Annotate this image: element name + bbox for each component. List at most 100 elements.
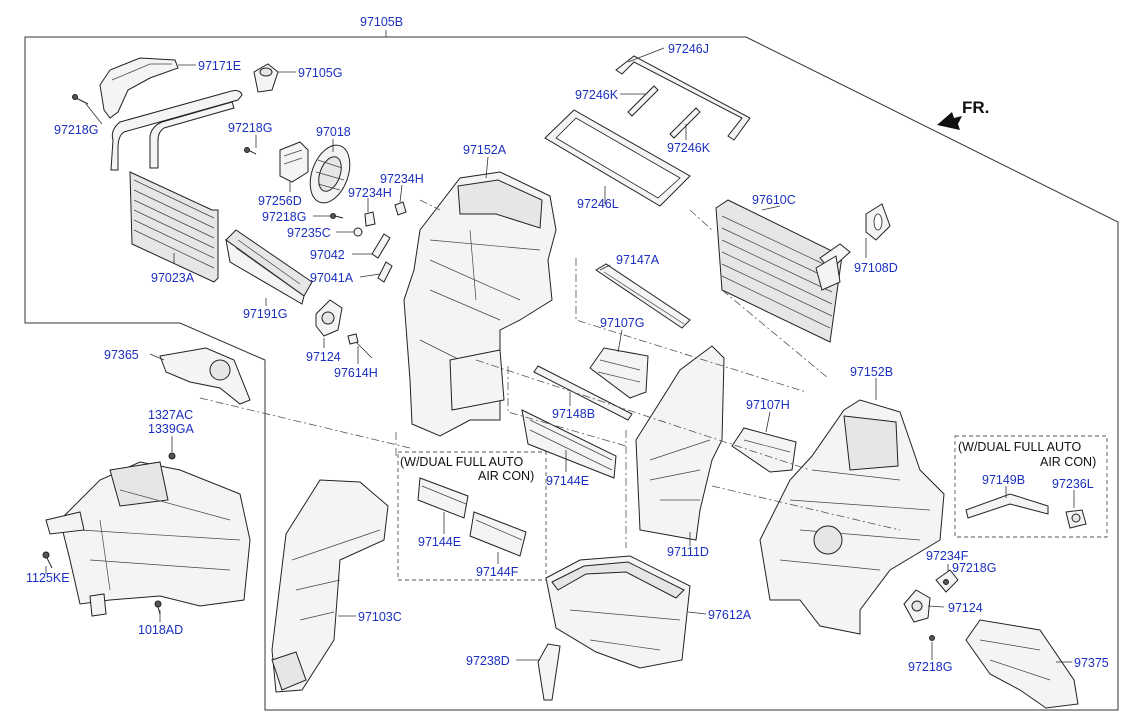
mode-actuator-right	[903, 589, 931, 623]
assembly-frame	[24, 30, 1119, 711]
label-97365: 97365	[104, 348, 139, 362]
lever-97042	[371, 233, 391, 259]
nut-1327AC	[168, 452, 176, 460]
label-97218G-d: 97218G	[952, 561, 996, 575]
label-1339GA: 1339GA	[148, 422, 195, 436]
case-partition-97111D	[635, 345, 725, 541]
label-97234F: 97234F	[926, 549, 969, 563]
label-97256D: 97256D	[258, 194, 302, 208]
front-arrow-icon	[937, 112, 962, 130]
label-97105B: 97105B	[360, 15, 403, 29]
front-direction-text: FR.	[962, 98, 989, 117]
label-97612A: 97612A	[708, 608, 752, 622]
option-box-dual-auto-right	[954, 435, 1108, 538]
temperature-sensor	[347, 333, 373, 359]
screw-97218G-left	[72, 94, 89, 105]
floor-duct-97103C	[271, 479, 389, 693]
seal-strip-97246K-b	[669, 107, 701, 139]
label-97218G-c: 97218G	[262, 210, 306, 224]
label-97042: 97042	[310, 248, 345, 262]
option-note-right-line2: AIR CON)	[1040, 455, 1096, 469]
door-shaft-97148B	[533, 365, 633, 421]
option-note-right: (W/DUAL FULL AUTO AIR CON)	[958, 440, 1096, 469]
label-97375: 97375	[1074, 656, 1109, 670]
link-97041A	[377, 261, 393, 283]
label-97218G-b: 97218G	[228, 121, 272, 135]
label-97246K-a: 97246K	[575, 88, 619, 102]
screw-97218G-d	[943, 579, 949, 585]
label-97023A: 97023A	[151, 271, 195, 285]
label-97234H-a: 97234H	[380, 172, 424, 186]
front-direction-indicator: FR.	[937, 98, 989, 130]
label-97105G: 97105G	[298, 66, 342, 80]
label-97246K-b: 97246K	[667, 141, 711, 155]
vent-door-97144E-main	[521, 409, 617, 479]
pin-97235C	[353, 227, 363, 237]
seal-strip-97246J	[615, 55, 751, 141]
label-97152A: 97152A	[463, 143, 507, 157]
label-97236L: 97236L	[1052, 477, 1094, 491]
seal-strip-97246K-a	[627, 85, 659, 117]
label-1018AD: 1018AD	[138, 623, 183, 637]
clip-97234H-a	[394, 201, 407, 216]
cabin-filter	[225, 229, 313, 305]
temp-door-97147A	[595, 263, 691, 329]
door-actuator	[279, 141, 309, 183]
lower-case-97612A	[545, 555, 691, 669]
option-note-left-line2: AIR CON)	[478, 469, 534, 483]
foot-duct-97375	[965, 619, 1079, 709]
expansion-valve-grommet	[865, 203, 891, 241]
heater-case-left	[403, 171, 557, 437]
fitting-97236L	[1065, 509, 1087, 529]
screw-97218G-mid	[244, 147, 257, 155]
option-note-left-line1: (W/DUAL FULL AUTO	[400, 455, 523, 469]
option-note-right-line1: (W/DUAL FULL AUTO	[958, 440, 1081, 454]
mode-door-97107H	[731, 427, 797, 473]
heater-core	[110, 90, 243, 283]
label-1327AC: 1327AC	[148, 408, 193, 422]
label-97191G: 97191G	[243, 307, 287, 321]
screw-97218G-e	[929, 635, 935, 641]
part-labels: 97105B 97171E 97105G 97218G 97218G 97018…	[26, 15, 1109, 674]
hvac-assembly-reference	[45, 461, 251, 617]
label-97171E: 97171E	[198, 59, 241, 73]
label-97152B: 97152B	[850, 365, 893, 379]
grommet	[253, 63, 279, 93]
mode-door-97107G	[589, 347, 649, 399]
label-97148B: 97148B	[552, 407, 595, 421]
label-97018: 97018	[316, 125, 351, 139]
label-97147A: 97147A	[616, 253, 660, 267]
drain-hose-97149B	[965, 493, 1049, 519]
label-97144F: 97144F	[476, 565, 519, 579]
option-box-dual-auto-left	[397, 451, 547, 581]
heater-case-right	[759, 399, 945, 635]
side-duct-97365	[159, 347, 251, 405]
label-97218G-e: 97218G	[908, 660, 952, 674]
mode-actuator-left	[315, 299, 343, 337]
assembly-guide-lines	[199, 199, 901, 548]
label-97246L: 97246L	[577, 197, 619, 211]
label-97235C: 97235C	[287, 226, 331, 240]
label-97610C: 97610C	[752, 193, 796, 207]
label-97246J: 97246J	[668, 42, 709, 56]
vent-door-97144F	[469, 511, 527, 557]
label-97107H: 97107H	[746, 398, 790, 412]
clip-97234H-b	[364, 211, 376, 227]
label-97218G-a: 97218G	[54, 123, 98, 137]
evaporator-core	[715, 199, 851, 343]
filter-seal-frame	[544, 109, 691, 207]
label-97144E-a: 97144E	[546, 474, 589, 488]
label-97111D: 97111D	[667, 545, 709, 559]
label-97108D: 97108D	[854, 261, 898, 275]
leader-lines	[45, 47, 1075, 663]
label-97124-b: 97124	[948, 601, 983, 615]
label-97614H: 97614H	[334, 366, 378, 380]
bolt-1125KE	[42, 551, 53, 569]
label-97144E-b: 97144E	[418, 535, 461, 549]
label-97107G: 97107G	[600, 316, 644, 330]
label-97103C: 97103C	[358, 610, 402, 624]
label-97041A: 97041A	[310, 271, 354, 285]
vent-door-97144E-alt	[417, 477, 469, 519]
screw-97218G-c	[330, 213, 344, 219]
